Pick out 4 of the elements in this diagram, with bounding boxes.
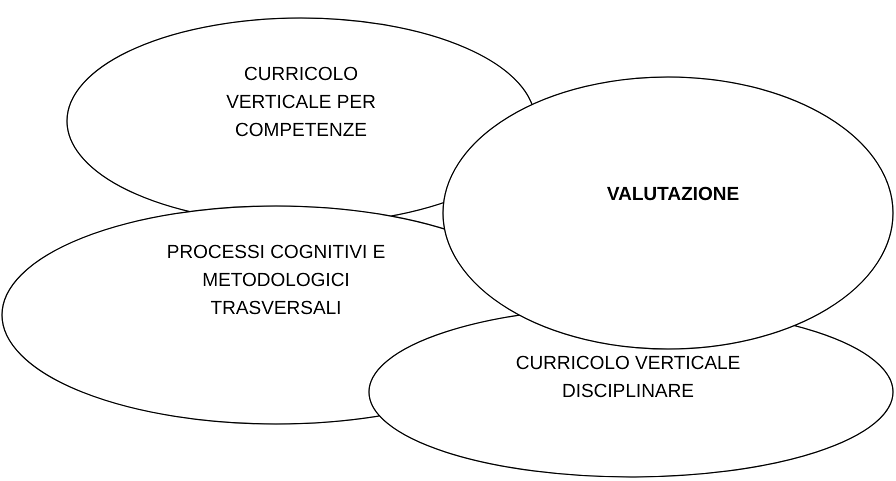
node-text: CURRICOLO VERTICALE PER COMPETENZE — [225, 63, 377, 143]
node-text: VALUTAZIONE — [606, 183, 740, 207]
node-text: CURRICOLO VERTICALE DISCIPLINARE — [514, 352, 742, 404]
node-text: PROCESSI COGNITIVI E METODOLOGICI TRASVERSALI — [166, 241, 386, 321]
